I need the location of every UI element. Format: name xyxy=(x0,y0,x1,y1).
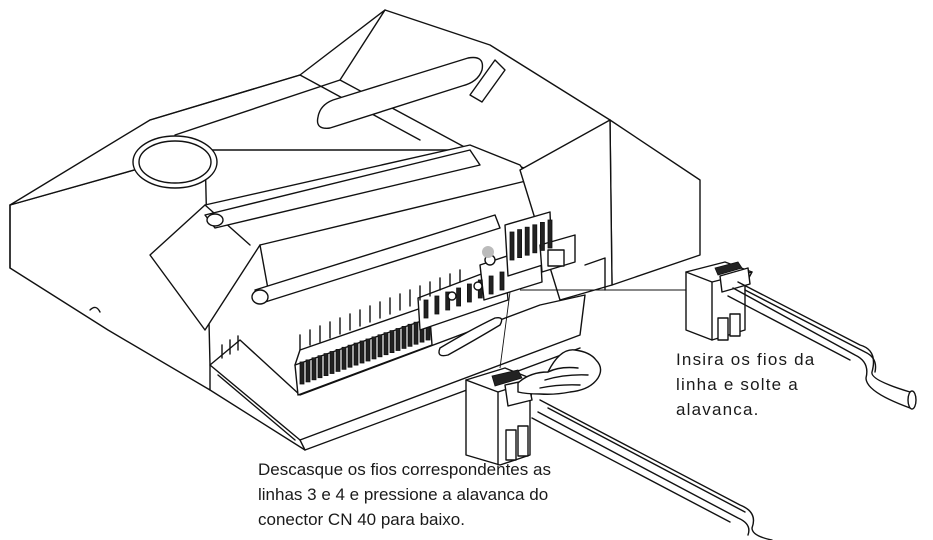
terminal-tooth xyxy=(389,330,395,354)
terminal-tooth xyxy=(524,226,530,256)
terminal-tooth xyxy=(395,328,401,351)
connector-detail-bottom xyxy=(465,349,773,540)
terminal-tooth xyxy=(423,299,429,319)
terminal-tooth xyxy=(456,287,462,307)
terminal-tooth xyxy=(413,321,419,345)
terminal-tooth xyxy=(359,340,365,364)
terminal-tooth xyxy=(540,221,545,251)
terminal-tooth xyxy=(509,231,515,261)
device-housing xyxy=(9,9,613,391)
terminal-tooth xyxy=(317,355,323,379)
base-front xyxy=(209,294,586,451)
terminal-tooth xyxy=(517,229,522,259)
terminal-tooth xyxy=(434,295,440,315)
terminal-tooth xyxy=(311,357,317,381)
terminal-tooth xyxy=(532,224,538,254)
terminal-tooth xyxy=(407,323,413,347)
connector-blocks xyxy=(221,211,576,359)
caption-strip-wires: Descasque os fios correspondentes as lin… xyxy=(258,457,551,532)
terminal-tooth xyxy=(371,336,377,360)
terminal-strip-long xyxy=(294,304,433,396)
caption-line: Descasque os fios correspondentes as xyxy=(258,460,551,479)
caption-line: linha e solte a xyxy=(676,375,799,394)
right-end-block xyxy=(519,119,701,301)
terminal-tooth xyxy=(547,219,553,249)
terminal-tooth xyxy=(365,338,371,362)
terminal-tooth xyxy=(488,275,494,295)
terminal-tooth xyxy=(445,291,451,311)
terminal-tooth xyxy=(335,348,341,372)
leader-lines xyxy=(499,289,690,369)
terminal-tooth xyxy=(347,344,353,368)
terminal-tooth xyxy=(329,351,335,374)
terminal-tooth xyxy=(341,346,347,370)
terminal-tooth xyxy=(377,334,383,358)
terminal-tooth xyxy=(401,325,407,349)
terminal-tooth xyxy=(466,283,472,303)
round-button xyxy=(132,135,218,189)
connector-detail-right xyxy=(685,261,917,410)
opened-lid xyxy=(149,144,531,331)
caption-line: alavanca. xyxy=(676,400,760,419)
terminal-tooth xyxy=(499,271,505,291)
caption-line: conector CN 40 para baixo. xyxy=(258,510,465,529)
terminal-tooth xyxy=(305,359,311,383)
terminal-tooth xyxy=(323,353,329,377)
terminal-tooth xyxy=(299,361,305,385)
caption-insert-wires: Insira os fios da linha e solte a alavan… xyxy=(676,347,815,422)
caption-line: linhas 3 e 4 e pressione a alavanca do xyxy=(258,485,549,504)
caption-line: Insira os fios da xyxy=(676,350,816,369)
terminal-tooth xyxy=(353,342,359,366)
terminal-tooth xyxy=(383,332,389,356)
